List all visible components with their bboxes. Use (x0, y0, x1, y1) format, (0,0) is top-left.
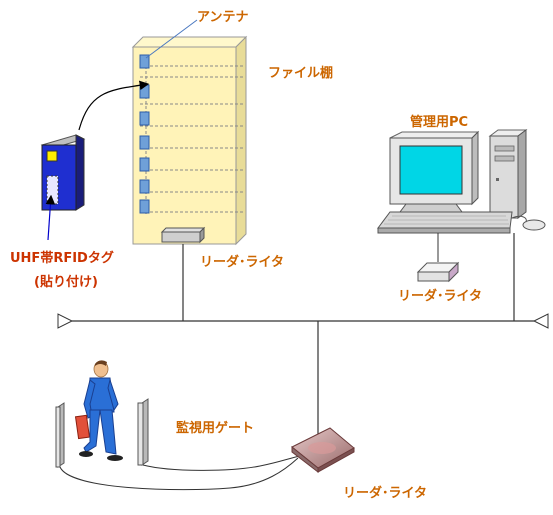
file-cabinet-icon (131, 35, 248, 246)
uhf-tag-label-line1: UHF帯RFIDタグ (10, 250, 114, 266)
network-line (72, 233, 534, 438)
gate-reader-icon (291, 427, 355, 474)
file-cabinet-label: ファイル棚 (268, 65, 333, 81)
tag-to-cabinet-arrow (78, 80, 150, 131)
management-pc-label: 管理用PC (410, 114, 468, 130)
network-terminator (57, 313, 549, 329)
desktop-pc-icon (377, 129, 546, 234)
gate-reader-label: リーダ･ライタ (343, 485, 427, 501)
antenna-label: アンテナ (197, 10, 248, 25)
reader-writer-icon (416, 261, 460, 283)
pc-reader-label: リーダ･ライタ (398, 288, 482, 304)
person-icon (74, 360, 123, 461)
reader-writer-icon (160, 226, 206, 244)
cabinet-reader-label: リーダ･ライタ (200, 254, 284, 270)
gate-pole-icon (55, 398, 149, 468)
tag-label-pointer (45, 194, 56, 241)
gate-cable (59, 455, 301, 491)
antenna-icon (139, 19, 198, 214)
uhf-tag-label-line2: (貼り付け) (34, 274, 98, 290)
gate-label: 監視用ゲート (176, 420, 254, 436)
rfid-tag-icon (40, 134, 86, 211)
